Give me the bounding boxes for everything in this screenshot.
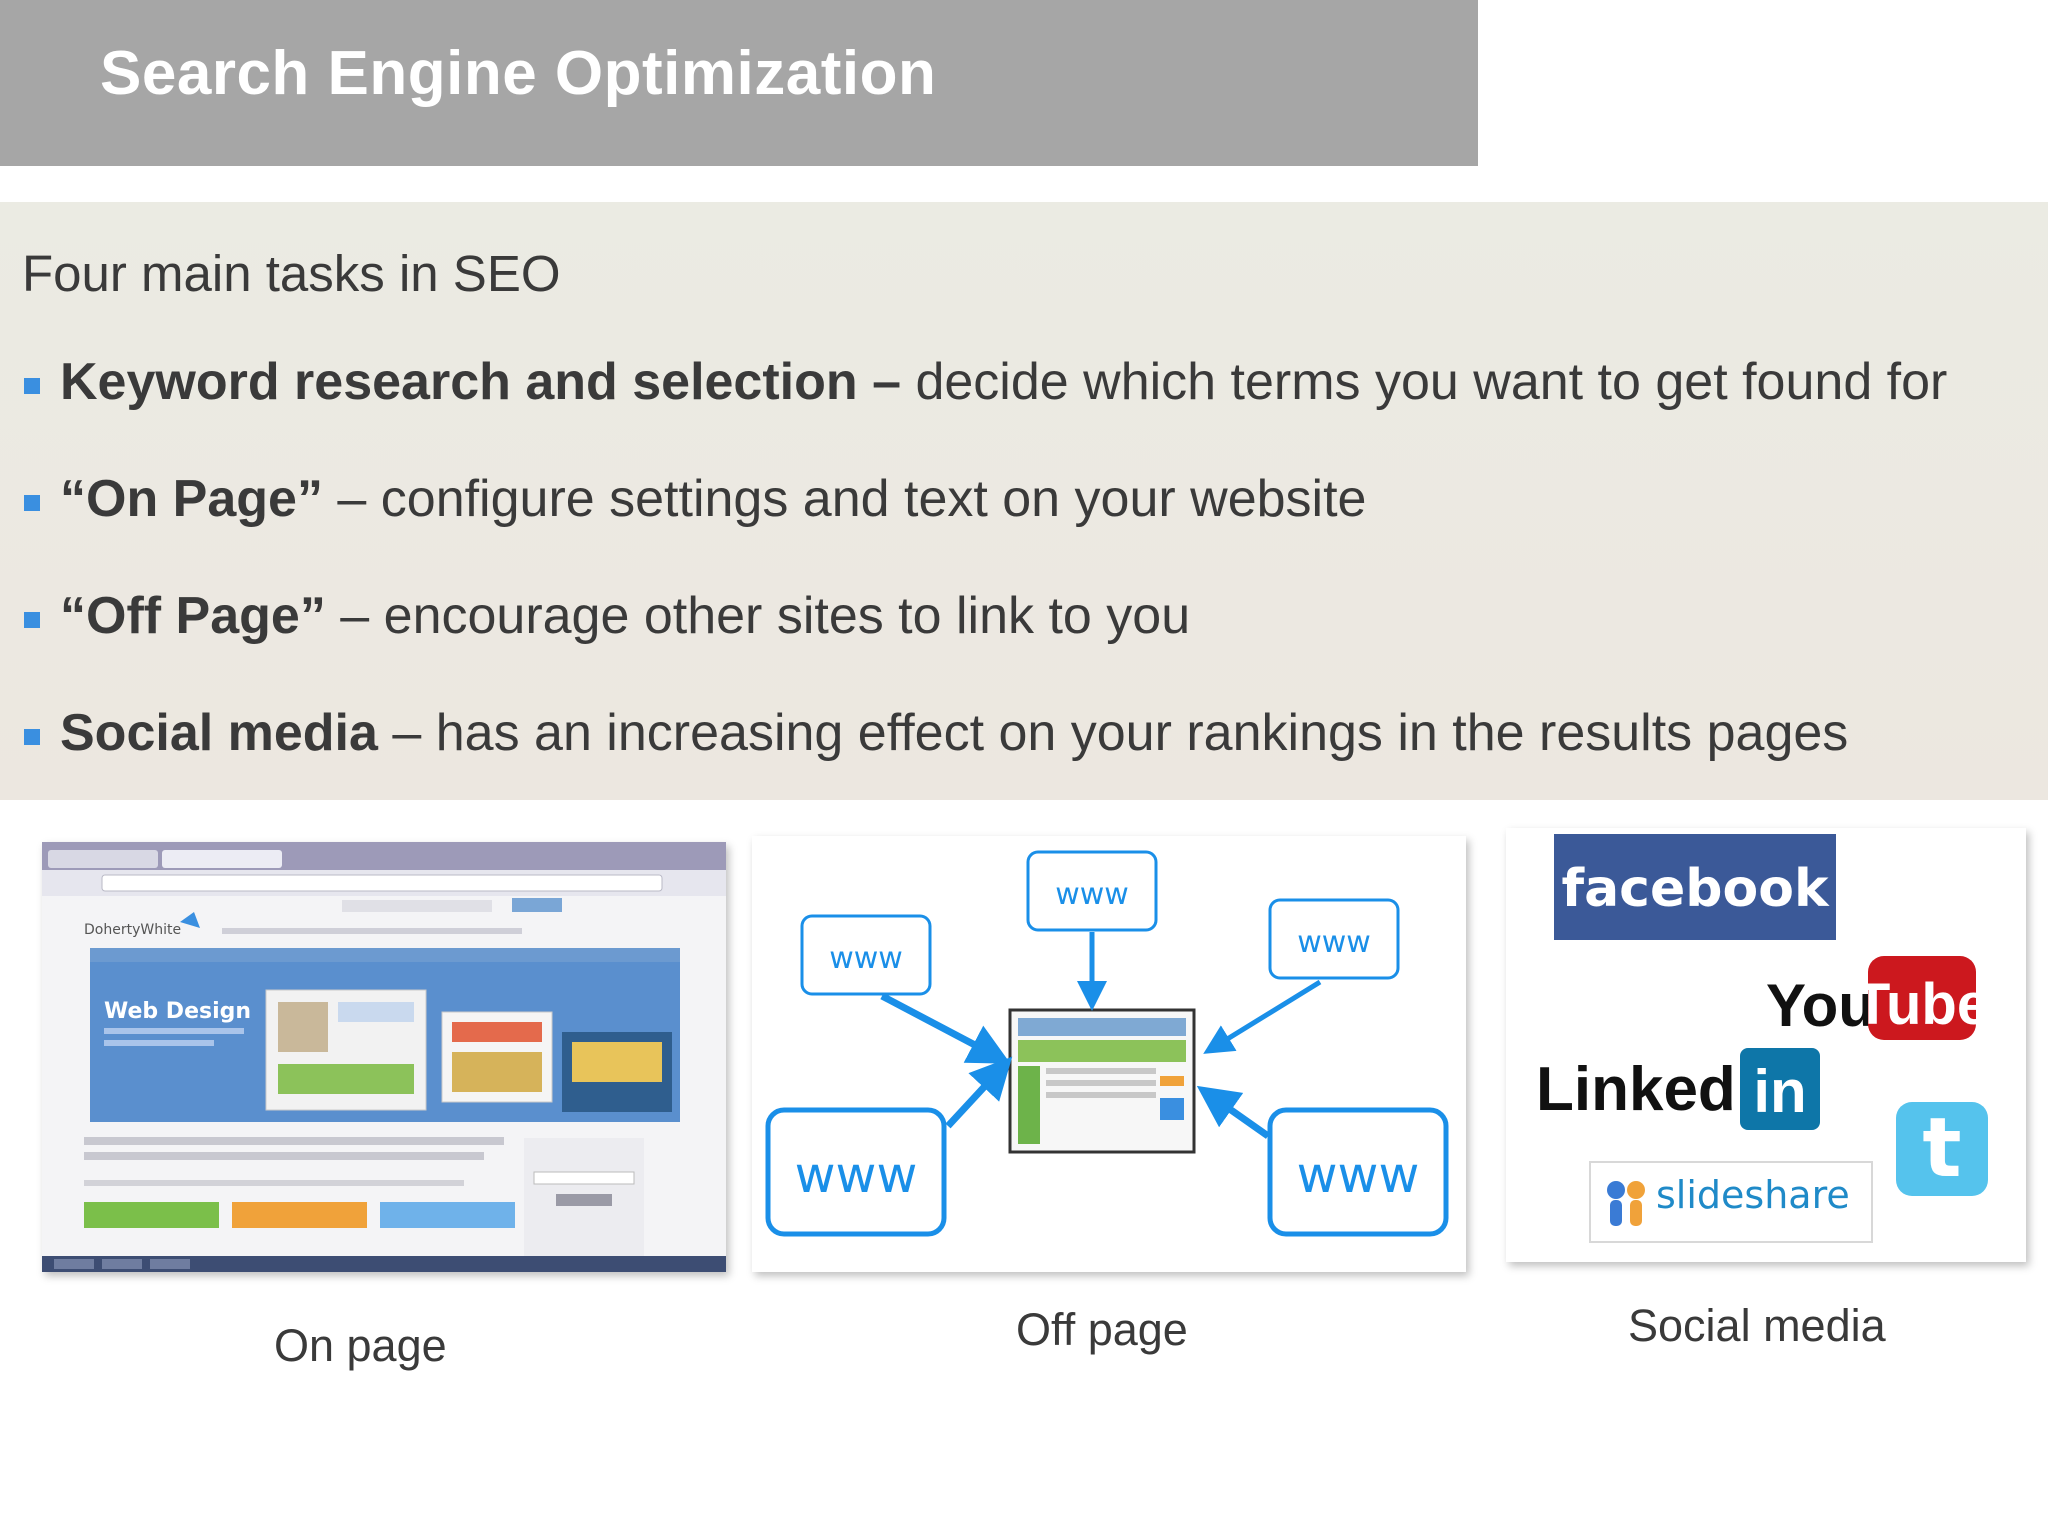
link-arrow-upper-left [880,992,1011,1064]
bullet-square-icon [24,495,40,511]
twitter-letter: t [1922,1101,1961,1196]
task-title: “Off Page” [60,587,326,645]
task-description: – encourage other sites to link to you [325,587,1191,645]
www-label: www [795,1146,918,1204]
slideshare-icon [1607,1181,1625,1199]
task-title: Social media [60,704,378,762]
linkedin-logo: Linked in [1536,1048,1820,1130]
title-bar: Search Engine Optimization [0,0,1478,166]
slideshare-wordmark: slideshare [1656,1173,1850,1217]
www-label: www [1055,877,1129,912]
www-box-top: www [1026,850,1158,932]
link-arrow-lower-left [945,1056,1013,1129]
www-label: www [1297,925,1371,960]
linkedin-word-text: Linked [1536,1055,1736,1124]
caption-on-page: On page [274,1320,447,1371]
twitter-logo: t [1896,1101,1988,1196]
youtube-you-text: You [1766,972,1875,1039]
youtube-logo: You Tube [1766,956,1989,1040]
www-label: www [1297,1146,1420,1204]
intro-text: Four main tasks in SEO [22,245,561,302]
task-description: – configure settings and text on your we… [322,470,1367,528]
on-page-screenshot: DohertyWhite Web Design [42,842,726,1272]
www-box-lower-right: www [1267,1107,1449,1237]
bullet-square-icon [24,378,40,394]
content-band: Four main tasks in SEO Keyword research … [0,202,2048,800]
facebook-wordmark: facebook [1561,859,1829,919]
off-page-diagram: www www www www www [752,836,1466,1272]
caption-social-media: Social media [1628,1300,1886,1351]
backlink-diagram: www www www www www [765,850,1449,1237]
linkedin-in-text: in [1753,1058,1806,1125]
www-box-upper-left: www [800,914,932,996]
task-description: – has an increasing effect on your ranki… [377,704,1849,762]
www-box-upper-right: www [1268,898,1400,980]
facebook-logo: facebook [1554,834,1836,940]
task-title: “On Page” [60,470,323,528]
site-logo-text: DohertyWhite [84,922,181,938]
www-box-lower-left: www [765,1107,947,1237]
task-title: Keyword research and selection – [60,353,902,411]
website-screenshot-image: DohertyWhite Web Design [42,842,726,1272]
bullet-square-icon [24,729,40,745]
bullet-square-icon [24,612,40,628]
banner-title: Web Design [104,999,251,1024]
central-webpage-icon [1008,1008,1196,1154]
site-logo-icon [180,912,200,928]
link-arrow-lower-right [1196,1085,1271,1139]
social-logos-collage: facebook You Tube Linked in t slideshare [1536,834,1989,1243]
www-label: www [829,941,903,976]
link-arrow-upper-right [1203,979,1322,1054]
task-description: decide which terms you want to get found… [901,353,1948,411]
slideshare-logo: slideshare [1589,1161,1873,1243]
youtube-tube-text: Tube [1855,972,1989,1037]
caption-off-page: Off page [1016,1304,1188,1355]
slide-title: Search Engine Optimization [100,39,937,108]
social-media-logos: facebook You Tube Linked in t slideshare [1506,828,2026,1262]
